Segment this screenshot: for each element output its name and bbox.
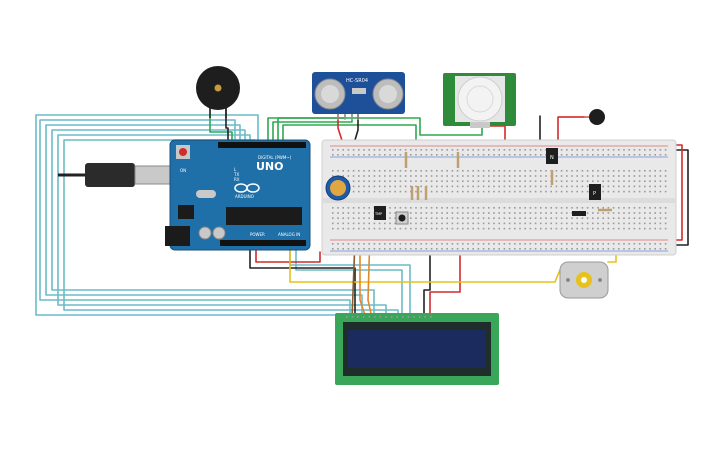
brand-label: ARDUINO (235, 194, 254, 199)
analog-label: ANALOG IN (278, 232, 300, 237)
crystal-oscillator (196, 190, 216, 198)
arduino-uno-board: DIGITAL (PWM~) UNO TX RX L ON ARDUINO PO… (58, 139, 311, 251)
power-analog-header (220, 240, 306, 246)
rx-label: RX (234, 177, 240, 182)
breadboard (321, 139, 677, 256)
usb-plug (85, 163, 135, 187)
push-button[interactable] (395, 211, 409, 225)
pir-motion-sensor (443, 73, 516, 128)
power-label: POWER (250, 232, 265, 237)
digital-header (218, 142, 306, 148)
capacitor-2 (212, 226, 226, 240)
board-model-label: UNO (256, 160, 284, 173)
microcontroller-chip (226, 207, 302, 225)
transistor-n-label: N (550, 155, 554, 161)
voltage-regulator (178, 205, 194, 219)
lcd-screen (348, 330, 486, 368)
piezo-buzzer (196, 66, 240, 118)
ultrasonic-sensor: HC-SR04 (312, 72, 405, 120)
usb-connector (134, 165, 171, 185)
on-led-label: ON (180, 168, 186, 173)
vibration-motor (558, 109, 605, 125)
transistor-p: P (589, 184, 601, 200)
power-jack (165, 226, 190, 246)
dc-motor (559, 261, 609, 299)
capacitor-1 (198, 226, 212, 240)
arduino-logo-icon (234, 183, 260, 193)
resistor-group (404, 152, 612, 212)
transistor-p-label: P (593, 191, 596, 197)
lcd-pin-header (346, 316, 432, 318)
transistor-n: N (546, 148, 558, 164)
digital-header-label: DIGITAL (PWM~) (258, 155, 292, 160)
diode (572, 211, 586, 216)
l-led-label: L (234, 167, 237, 172)
temp-sensor-label: TMP (374, 212, 382, 216)
ultrasonic-label: HC-SR04 (346, 78, 368, 84)
potentiometer[interactable] (325, 175, 351, 201)
green-wire-bundle (209, 107, 483, 146)
lcd-display (335, 313, 499, 385)
tx-label: TX (233, 172, 239, 177)
temperature-sensor: TMP (374, 206, 386, 220)
